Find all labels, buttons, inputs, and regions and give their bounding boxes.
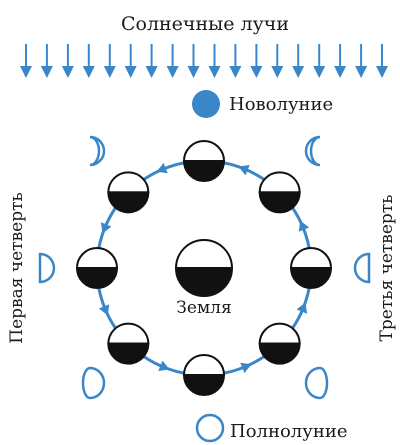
orbit-direction-arrow bbox=[296, 302, 307, 314]
orbit-moon bbox=[107, 322, 150, 365]
visible-phases bbox=[38, 135, 371, 400]
orbit-direction-arrow bbox=[156, 162, 168, 174]
sun-rays bbox=[20, 44, 388, 78]
orbit-direction-arrow bbox=[158, 360, 170, 371]
full-moon-label: Полнолуние bbox=[230, 421, 347, 442]
orbit-direction-arrow bbox=[298, 220, 310, 232]
third-quarter-phase bbox=[353, 252, 371, 284]
waxing-crescent-phase bbox=[89, 135, 106, 167]
orbit-direction-arrow bbox=[240, 362, 252, 374]
orbit-direction-arrow bbox=[238, 165, 250, 176]
orbit-direction-arrow bbox=[98, 304, 110, 316]
orbit-direction-arrow bbox=[101, 222, 112, 234]
earth-label: Земля bbox=[176, 298, 231, 318]
orbit-moons bbox=[75, 140, 333, 396]
third-quarter-label: Третья четверть bbox=[377, 195, 397, 342]
orbit-moon bbox=[107, 171, 150, 214]
orbit-moon bbox=[182, 354, 226, 396]
earth bbox=[174, 239, 234, 297]
orbit-arrows bbox=[98, 162, 310, 374]
first-quarter-phase bbox=[38, 252, 56, 284]
new-moon-label: Новолуние bbox=[229, 94, 333, 115]
new-moon-phase bbox=[192, 90, 220, 118]
orbit-moon bbox=[258, 322, 301, 365]
orbit-moon bbox=[258, 171, 301, 214]
first-quarter-label: Первая четверть bbox=[7, 192, 27, 343]
waxing-gibbous-phase bbox=[81, 366, 106, 400]
waning-gibbous-phase bbox=[304, 366, 329, 400]
orbit-moon bbox=[182, 140, 226, 182]
orbit-moon bbox=[75, 247, 119, 289]
full-moon-phase bbox=[195, 413, 225, 443]
orbit-moon bbox=[289, 247, 333, 289]
sun-rays-label: Солнечные лучи bbox=[121, 13, 289, 35]
waning-crescent-phase bbox=[304, 135, 321, 167]
